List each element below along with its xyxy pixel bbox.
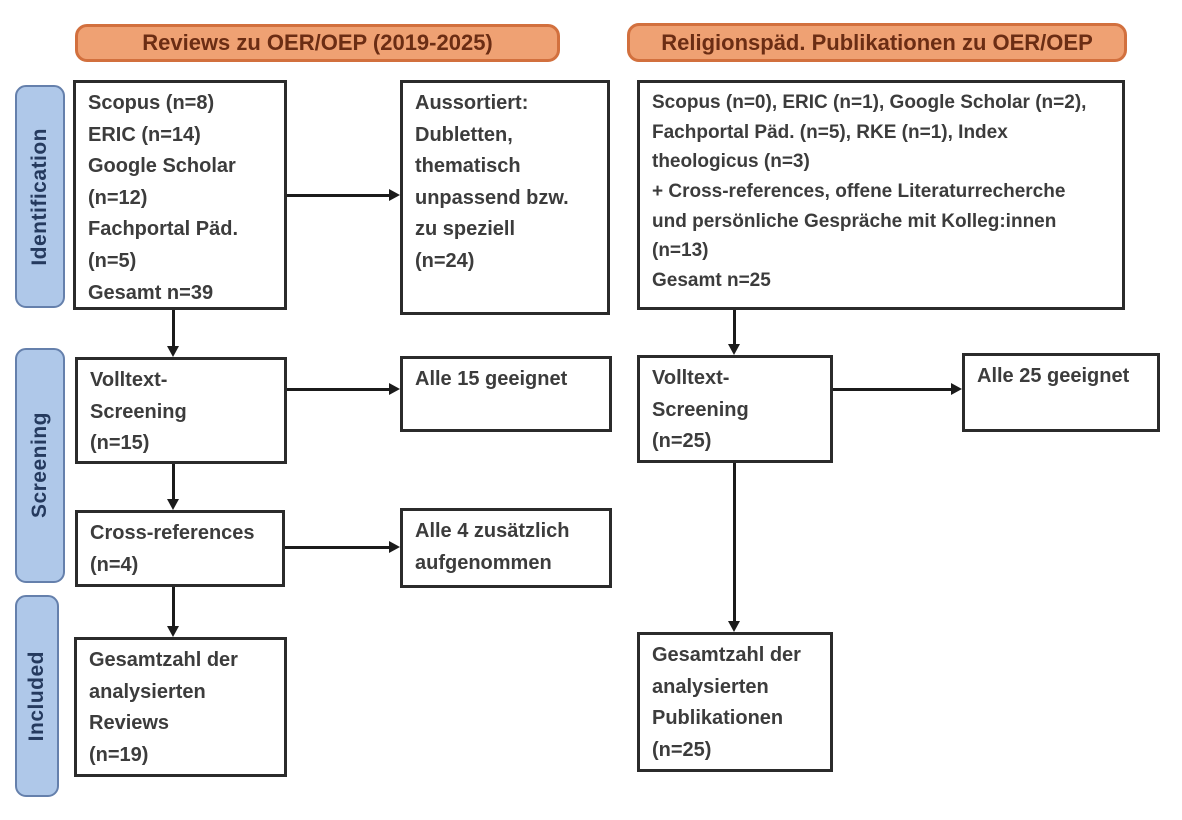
- box-right-fulltext-screening: Volltext- Screening (n=25): [637, 355, 833, 463]
- stage-label-screening-text: Screening: [28, 412, 51, 519]
- arrow-right-identification-to-fulltext: [728, 310, 740, 355]
- arrow-left-crossref-to-result: [285, 541, 400, 553]
- column-header-reviews: Reviews zu OER/OEP (2019-2025): [75, 24, 560, 62]
- arrow-left-identification-to-excluded: [287, 189, 400, 201]
- box-right-fulltext-result: Alle 25 geeignet: [962, 353, 1160, 432]
- box-left-included-total: Gesamtzahl der analysierten Reviews (n=1…: [74, 637, 287, 777]
- arrow-left-crossref-to-included: [167, 587, 179, 637]
- box-left-fulltext-result: Alle 15 geeignet: [400, 356, 612, 432]
- box-left-cross-references-result: Alle 4 zusätzlich aufgenommen: [400, 508, 612, 588]
- arrow-right-fulltext-to-included: [728, 463, 740, 632]
- box-left-excluded: Aussortiert: Dubletten, thematisch unpas…: [400, 80, 610, 315]
- box-right-identification-sources: Scopus (n=0), ERIC (n=1), Google Scholar…: [637, 80, 1125, 310]
- arrow-left-fulltext-to-crossref: [167, 464, 179, 510]
- box-left-cross-references: Cross-references (n=4): [75, 510, 285, 587]
- arrow-left-fulltext-to-result: [287, 383, 400, 395]
- stage-label-identification-text: Identification: [28, 127, 51, 266]
- stage-label-identification: Identification: [15, 85, 65, 308]
- stage-label-included: Included: [15, 595, 59, 797]
- column-header-religionspaed: Religionspäd. Publikationen zu OER/OEP: [627, 23, 1127, 62]
- arrow-right-fulltext-to-result: [833, 383, 962, 395]
- arrow-left-identification-to-fulltext: [167, 310, 179, 357]
- stage-label-included-text: Included: [25, 650, 48, 742]
- stage-label-screening: Screening: [15, 348, 65, 583]
- box-right-included-total: Gesamtzahl der analysierten Publikatione…: [637, 632, 833, 772]
- box-left-identification-sources: Scopus (n=8) ERIC (n=14) Google Scholar …: [73, 80, 287, 310]
- box-left-fulltext-screening: Volltext- Screening (n=15): [75, 357, 287, 464]
